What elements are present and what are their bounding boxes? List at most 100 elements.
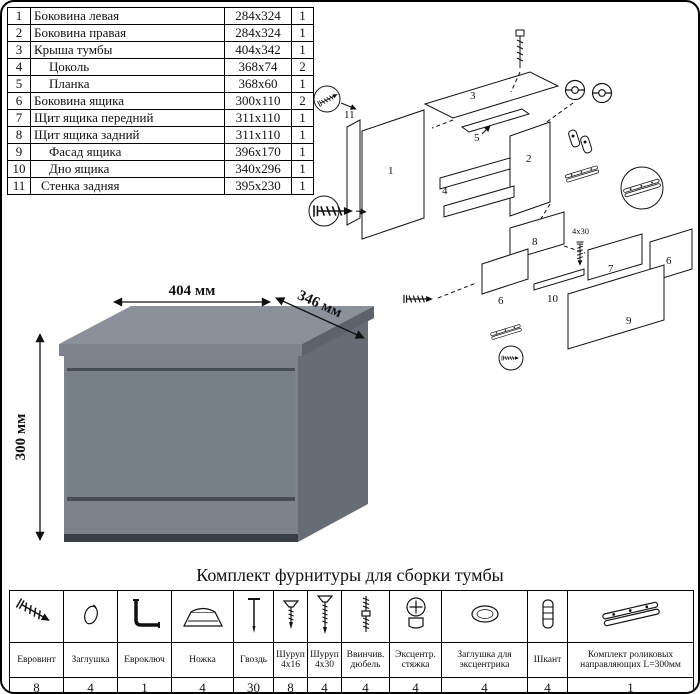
part-name: Боковина ящика	[30, 92, 225, 110]
screw-30-icon	[316, 595, 333, 634]
hardware-item-label: Заглушка	[63, 642, 118, 678]
nail-icon	[247, 598, 260, 633]
part-number: 1	[7, 7, 31, 25]
diagram-label: 6	[498, 295, 504, 307]
euro-screw-icon	[15, 597, 53, 627]
hardware-item-qty: 4	[307, 677, 342, 692]
dowel-pin-icon	[515, 29, 525, 68]
drawer-front-shield-shape	[587, 233, 643, 281]
table-row: 1 Боковина левая 284х324 1	[7, 7, 314, 25]
drawer-slides-icon	[601, 601, 660, 627]
part-name: Крыша тумбы	[30, 41, 225, 59]
hardware-item-label: Шуруп 4х16	[273, 642, 308, 678]
hardware-item-label: Эксцентр. стяжка	[389, 642, 442, 678]
diagram-label: 7	[608, 263, 614, 275]
part-number: 2	[7, 24, 31, 42]
plank-shape	[460, 108, 531, 133]
hardware-item-label: Заглушка для эксцентрика	[441, 642, 528, 678]
drawer-bottom-shape	[533, 268, 585, 291]
diagram-label: 1	[388, 165, 394, 177]
table-row: 3 Крыша тумбы 404х342 1	[7, 41, 314, 59]
part-number: 3	[7, 41, 31, 59]
cabinet-body	[59, 306, 374, 542]
part-size: 300х110	[224, 92, 292, 110]
eccentric-cam-icon	[564, 79, 586, 101]
cabinet-top-edge	[59, 344, 302, 356]
eccentric-cam-icon	[591, 82, 613, 104]
hardware-item-label: Гвоздь	[233, 642, 274, 678]
width-dimension-label: 404 мм	[169, 283, 216, 299]
hardware-item-qty: 4	[341, 677, 390, 692]
hardware-labels-row: Евровинт Заглушка Евроключ Ножка Гвоздь …	[9, 642, 694, 678]
table-row: 2 Боковина правая 284х324 1	[7, 24, 314, 42]
hardware-item-label: Евровинт	[9, 642, 64, 678]
hardware-item-label: Ножка	[171, 642, 234, 678]
part-size: 368х74	[224, 58, 292, 76]
screw-16-icon	[282, 600, 299, 629]
part-number: 9	[7, 143, 31, 161]
part-number: 10	[7, 160, 31, 178]
table-row: 5 Планка 368х60 1	[7, 75, 314, 93]
dowel-screw-icon	[360, 596, 371, 632]
part-size: 284х324	[224, 7, 292, 25]
drawer-front	[67, 371, 295, 497]
part-number: 4	[7, 58, 31, 76]
hex-key-icon	[132, 599, 160, 628]
part-size: 404х342	[224, 41, 292, 59]
table-row: 4 Цоколь 368х74 2	[7, 58, 314, 76]
table-row: 6 Боковина ящика 300х110 2	[7, 92, 314, 110]
table-row: 7 Щит ящика передний 311х110 1	[7, 109, 314, 127]
hardware-callout-circle	[620, 166, 664, 210]
part-size: 284х324	[224, 24, 292, 42]
hardware-item-label: Ввинчив. дюбель	[341, 642, 390, 678]
hardware-icons-row	[9, 590, 694, 643]
drawer-side-shape	[481, 248, 529, 295]
part-number: 5	[7, 75, 31, 93]
part-size: 340х296	[224, 160, 292, 178]
screw-icon	[403, 294, 434, 304]
drawer-slide-icon	[489, 324, 523, 340]
part-name: Планка	[30, 75, 225, 93]
part-qty: 1	[291, 177, 314, 195]
drawer-fascia-shape	[567, 264, 665, 350]
part-name: Дно ящика	[30, 160, 225, 178]
back-panel-shape	[346, 119, 361, 226]
hardware-item-qty: 1	[567, 677, 694, 692]
part-name: Фасад ящика	[30, 143, 225, 161]
hardware-item-label: Комплект роликовых направляющих L=300мм	[567, 642, 694, 678]
part-qty: 1	[291, 75, 314, 93]
hardware-item-qty: 1	[117, 677, 172, 692]
exploded-view-diagram: 1 2 3 4 5 6 6 7 8 9 10 11 4х30	[308, 29, 693, 371]
hardware-item-qty: 4	[441, 677, 528, 692]
diagram-label: 3	[470, 90, 476, 102]
cam-cap-icon	[470, 605, 499, 623]
part-number: 7	[7, 109, 31, 127]
table-row: 11 Стенка задняя 395х230 1	[7, 177, 314, 195]
flat-bracket-icon	[568, 129, 581, 148]
part-size: 368х60	[224, 75, 292, 93]
hardware-item-label: Шуруп 4х30	[307, 642, 342, 678]
hardware-item-qty: 30	[233, 677, 274, 692]
top-panel-shape	[423, 71, 560, 119]
part-number: 6	[7, 92, 31, 110]
part-name: Щит ящика задний	[30, 126, 225, 144]
diagram-label: 2	[526, 153, 532, 165]
leg-icon	[182, 607, 223, 627]
side-panel-right-shape	[509, 121, 551, 217]
hardware-item-label: Евроключ	[117, 642, 172, 678]
cabinet-render: 404 мм 346 мм 300 мм	[13, 283, 374, 542]
diagram-label: 9	[626, 315, 632, 327]
wood-dowel-icon	[541, 599, 554, 629]
height-dimension-label: 300 мм	[13, 414, 29, 461]
part-name: Цоколь	[30, 58, 225, 76]
diagram-label: 4	[442, 185, 448, 197]
part-size: 311х110	[224, 109, 292, 127]
side-panel-left-shape	[361, 109, 425, 240]
hardware-title: Комплект фурнитуры для сборки тумбы	[196, 565, 504, 585]
part-name: Щит ящика передний	[30, 109, 225, 127]
plinth-shape	[443, 185, 515, 218]
hardware-table: Евровинт Заглушка Евроключ Ножка Гвоздь …	[9, 590, 694, 692]
part-size: 396х170	[224, 143, 292, 161]
diagram-label: 6	[666, 255, 672, 267]
